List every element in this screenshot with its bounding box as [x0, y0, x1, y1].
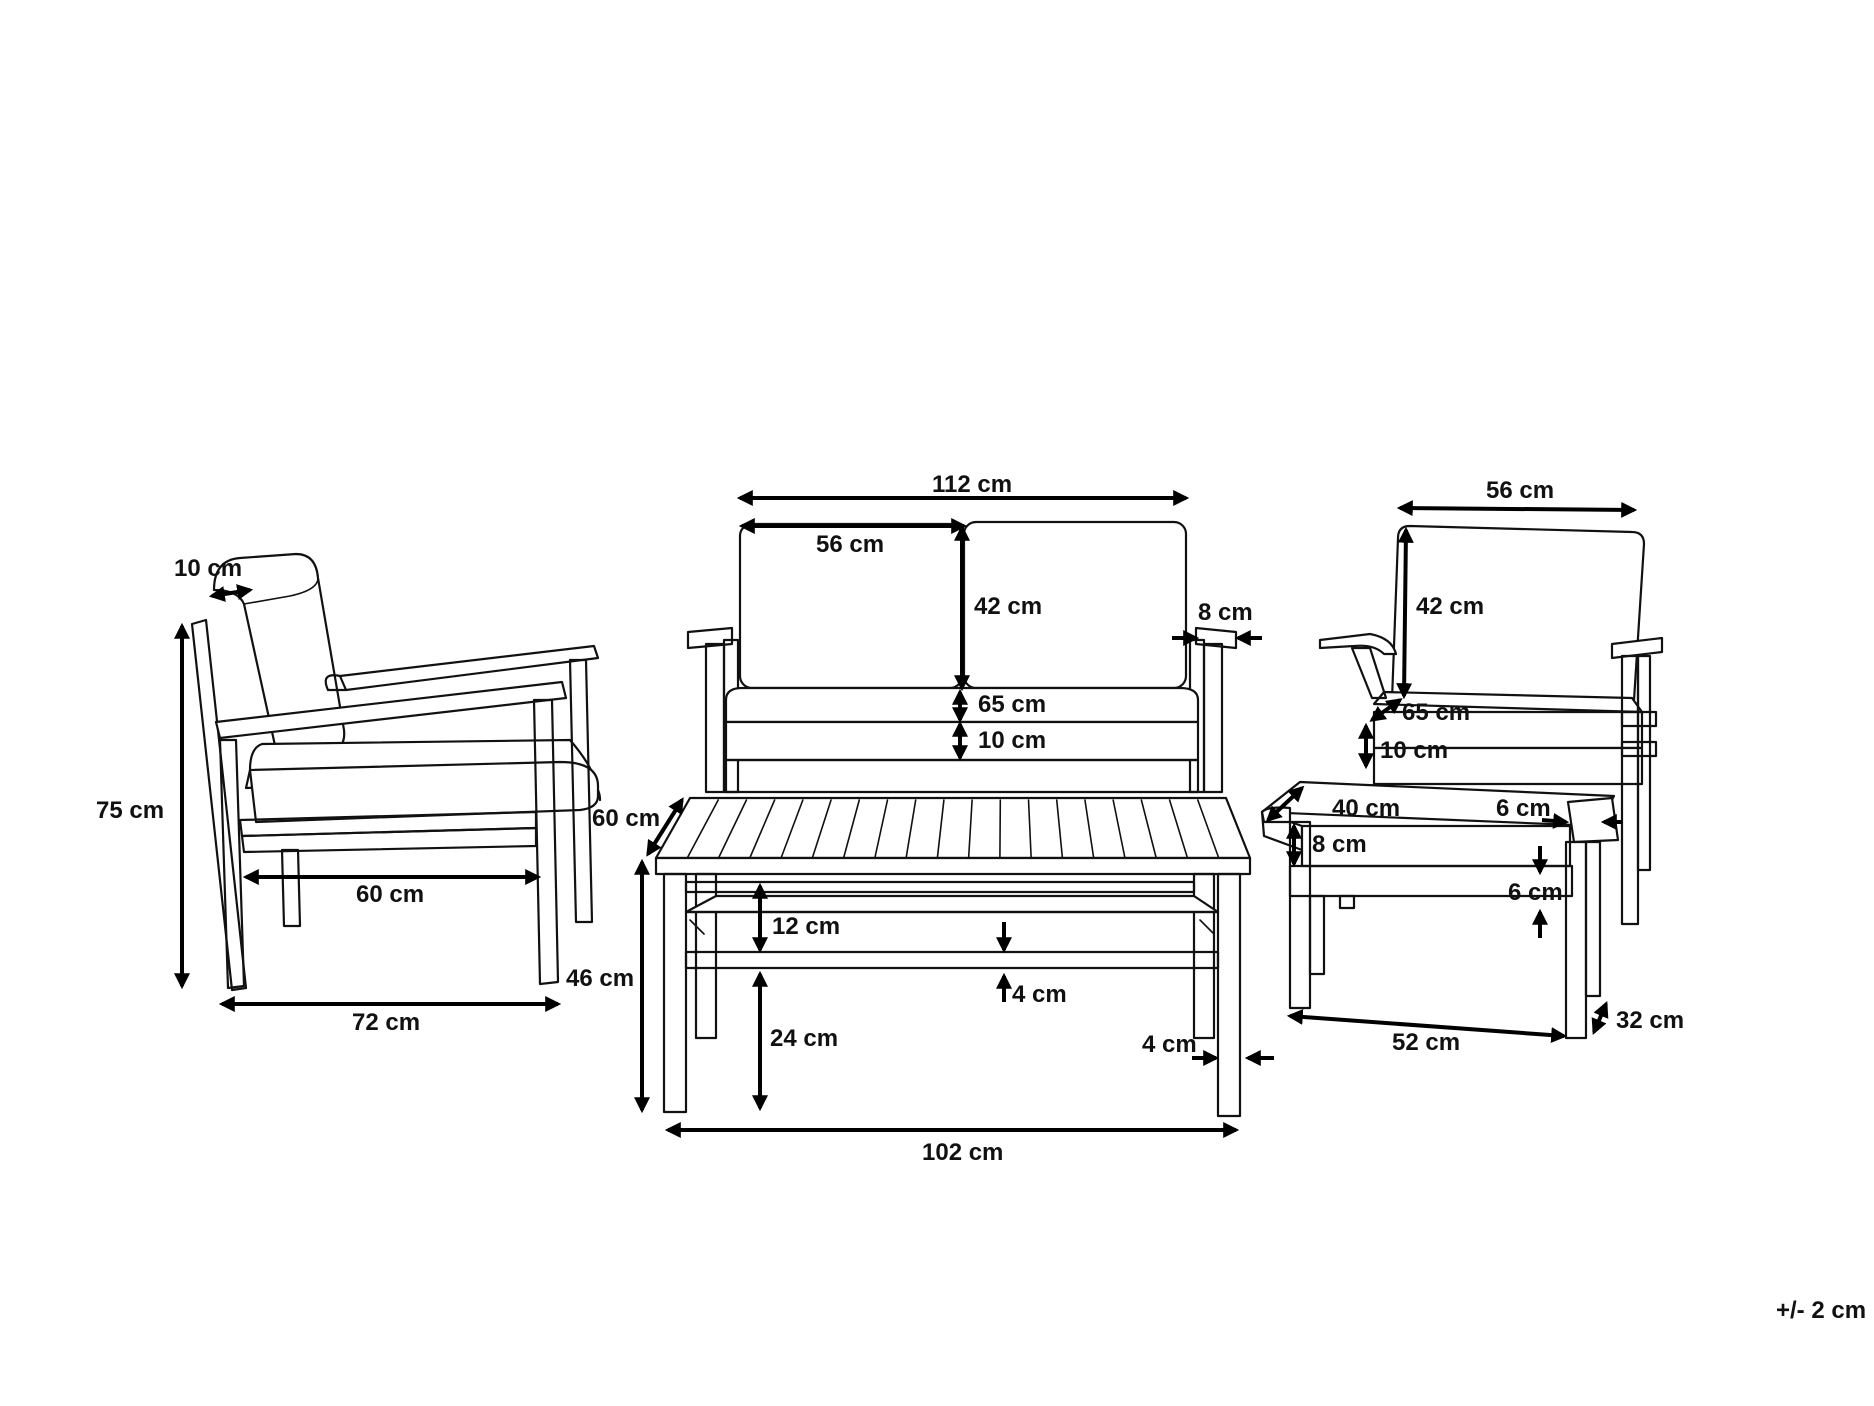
label-ottoman-height: 32 cm	[1616, 1007, 1684, 1034]
label-sofa-width: 112 cm	[932, 471, 1012, 498]
armchair-side-drawing	[190, 552, 602, 992]
label-armchair-width: 72 cm	[352, 1009, 420, 1036]
table-top	[654, 796, 1252, 860]
table-slat-line	[1027, 799, 1032, 859]
dim-arrow-ottoman-leg-left	[1541, 812, 1570, 829]
label-armchair-front-seat: 65 cm	[1402, 699, 1470, 726]
label-ottoman-depth: 40 cm	[1332, 795, 1400, 822]
ottoman-dimensions: 52 cm 32 cm 40 cm 6 cm 8 cm 6 cm	[1265, 785, 1684, 1056]
table-leg-front-left	[662, 872, 688, 1114]
dim-line-ottoman-height	[1591, 1001, 1609, 1035]
ottoman-drawing	[1260, 780, 1620, 1040]
table-slat-line	[717, 799, 748, 859]
table-slat-line	[1055, 799, 1064, 859]
table-dimensions: 102 cm 60 cm 46 cm 12 cm 4 cm 24 cm 4 cm	[566, 797, 1274, 1166]
label-sofa-seat-depth: 65 cm	[978, 691, 1046, 718]
label-table-depth: 60 cm	[592, 805, 660, 832]
dim-line-armchair-front-back	[1396, 526, 1414, 700]
table-slat-line	[1140, 799, 1158, 859]
table-leg-front-right	[1216, 872, 1242, 1118]
table-slat-line	[780, 799, 804, 859]
table-drawing	[654, 796, 1252, 1118]
dim-line-back-thickness	[208, 584, 254, 602]
label-sofa-cushion-width: 56 cm	[816, 531, 884, 558]
label-armchair-front-cushion: 10 cm	[1380, 737, 1448, 764]
tolerance-note: +/- 2 cm	[1776, 1297, 1866, 1324]
label-ottoman-rail: 6 cm	[1508, 879, 1563, 906]
dim-line-ottoman-depth	[1265, 785, 1305, 823]
table-slat-line	[1196, 799, 1220, 859]
table-slat-line	[748, 799, 776, 859]
table-slat-line	[842, 799, 861, 859]
label-armchair-front-width: 56 cm	[1486, 477, 1554, 504]
table-leg-back-left	[694, 872, 718, 1040]
ottoman-top	[1260, 780, 1616, 828]
dim-line-ottoman-width	[1286, 1008, 1568, 1044]
label-sofa-back-height: 42 cm	[974, 593, 1042, 620]
armchair-side-dimensions: 75 cm 72 cm 60 cm 10 cm	[96, 555, 562, 1036]
table-slat-line	[874, 799, 889, 859]
table-slat-line	[936, 799, 945, 859]
label-armchair-front-back: 42 cm	[1416, 593, 1484, 620]
table-slat-line	[905, 799, 917, 859]
label-shelf-gap: 12 cm	[772, 913, 840, 940]
dim-line-armchair-front-width	[1396, 500, 1638, 518]
label-shelf-thickness: 4 cm	[1012, 981, 1067, 1008]
label-table-width: 102 cm	[922, 1139, 1003, 1166]
label-table-height: 46 cm	[566, 965, 634, 992]
table-top-edge	[654, 856, 1252, 876]
table-slat-line	[1084, 799, 1095, 859]
label-sofa-cushion: 10 cm	[978, 727, 1046, 754]
label-armchair-back-thickness: 10 cm	[174, 555, 242, 582]
dim-line-table-depth	[646, 797, 684, 857]
sofa-dimensions: 112 cm 56 cm 42 cm 8 cm 65 cm 10 cm	[736, 471, 1262, 762]
label-armchair-seat-depth: 60 cm	[356, 881, 424, 908]
label-shelf-height: 24 cm	[770, 1025, 838, 1052]
table-shelf	[684, 894, 1220, 914]
label-sofa-armrest: 8 cm	[1198, 599, 1253, 626]
dim-line-armchair-front-seat	[1369, 698, 1403, 722]
table-slats	[686, 799, 1220, 859]
table-slat-line	[967, 799, 973, 859]
armchair-front-drawing	[1318, 524, 1664, 926]
label-table-leg: 4 cm	[1142, 1031, 1197, 1058]
label-armchair-height: 75 cm	[96, 797, 164, 824]
label-ottoman-width: 52 cm	[1392, 1029, 1460, 1056]
armchair-front-dimensions: 56 cm 42 cm 65 cm 10 cm	[1358, 477, 1638, 770]
table-slat-line	[811, 799, 832, 859]
table-slat-line	[1168, 799, 1189, 859]
table-leg-back-right	[1192, 872, 1216, 1040]
label-ottoman-leg: 6 cm	[1496, 795, 1551, 822]
label-ottoman-cushion: 8 cm	[1312, 831, 1367, 858]
table-slat-line	[686, 799, 720, 859]
sofa-drawing	[686, 520, 1238, 794]
table-slat-line	[1112, 799, 1126, 859]
